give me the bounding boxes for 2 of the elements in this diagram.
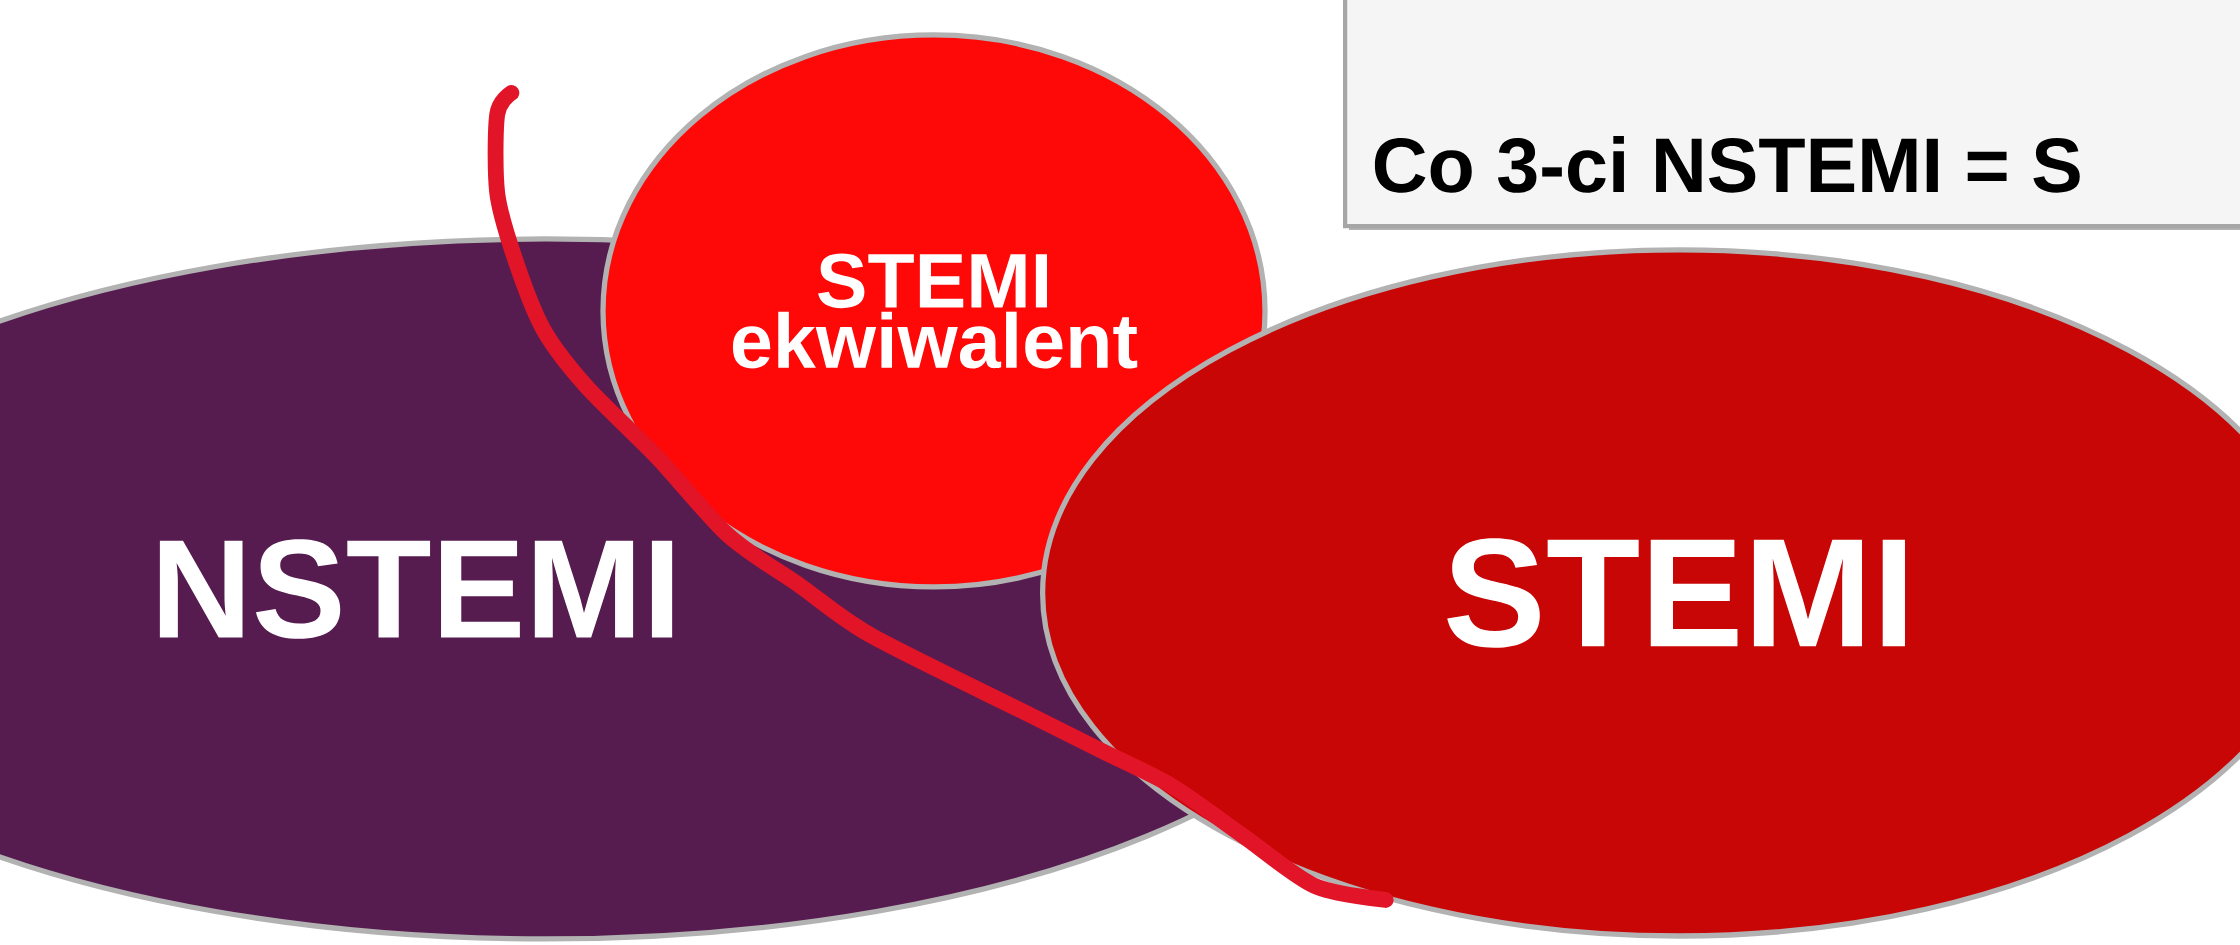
panel-text: Co 3-ci NSTEMI = S bbox=[1374, 135, 2080, 193]
text-panel bbox=[1343, 0, 2240, 229]
